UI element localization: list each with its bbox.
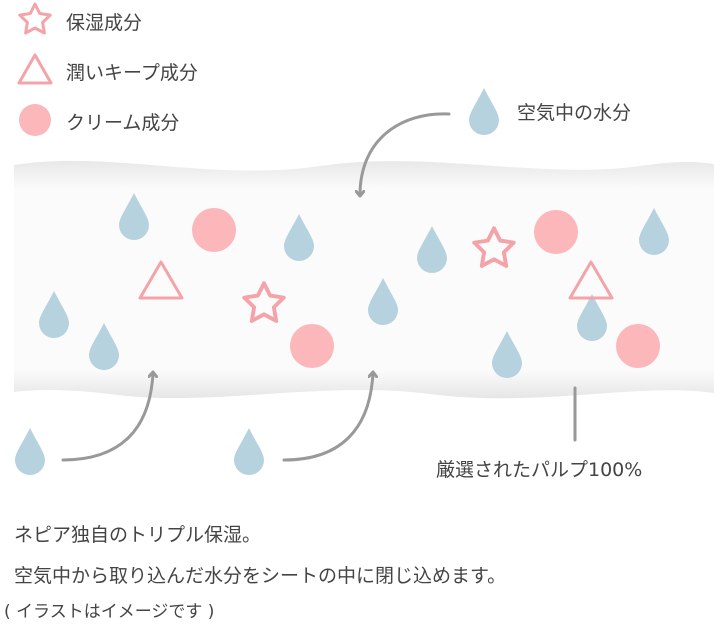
legend-drop-icon: [469, 88, 499, 135]
legend-item-triangle: 潤いキープ成分: [18, 54, 198, 88]
moisturizing-stars: [242, 226, 516, 323]
water-drop-icon: [492, 331, 522, 378]
cream-circle-icon: [534, 210, 578, 254]
legend-item-star: 保湿成分: [18, 4, 142, 38]
caption-line-1: ネピア独自のトリプル保湿。: [14, 524, 262, 546]
retention-triangles: [138, 260, 614, 300]
triangle-icon: [138, 260, 184, 300]
outside-drops: [15, 428, 264, 475]
arrow-icon: [282, 373, 373, 462]
cream-circle-icon: [290, 324, 334, 368]
legend-label-circle: クリーム成分: [66, 111, 180, 134]
water-drop-icon: [89, 323, 119, 370]
pulp-label: 厳選されたパルプ100%: [436, 459, 643, 481]
air-moisture-label: 空気中の水分: [517, 102, 632, 124]
cream-circle-icon: [192, 208, 236, 252]
moisture-drops: [39, 193, 669, 378]
star-icon: [472, 226, 516, 268]
absorption-arrows: [61, 112, 577, 462]
star-icon: [242, 281, 286, 323]
triangle-icon: [568, 260, 614, 300]
legend-star-icon: [18, 2, 52, 35]
water-drop-icon: [577, 294, 607, 341]
legend-triangle-icon: [17, 53, 53, 85]
water-drop-icon: [234, 428, 264, 475]
tissue-sheet: [14, 160, 714, 399]
caption-line-2: 空気中から取り込んだ水分をシートの中に閉じ込めます。: [14, 565, 507, 587]
water-drop-icon: [639, 208, 669, 255]
cream-particles: [192, 208, 660, 368]
water-drop-icon: [119, 193, 149, 240]
water-drop-icon: [284, 214, 314, 261]
image-note: ( イラストはイメージです ): [4, 602, 215, 622]
water-drop-icon: [15, 428, 45, 475]
legend-circle-icon: [19, 104, 51, 136]
arrow-icon: [61, 373, 153, 462]
water-drop-icon: [39, 291, 69, 338]
legend-item-circle: クリーム成分: [18, 104, 179, 138]
water-drop-icon: [417, 226, 447, 273]
legend-label-triangle: 潤いキープ成分: [66, 61, 198, 84]
arrow-icon: [360, 112, 451, 195]
legend-label-star: 保湿成分: [66, 11, 143, 34]
cream-circle-icon: [616, 324, 660, 368]
water-drop-icon: [368, 278, 398, 325]
